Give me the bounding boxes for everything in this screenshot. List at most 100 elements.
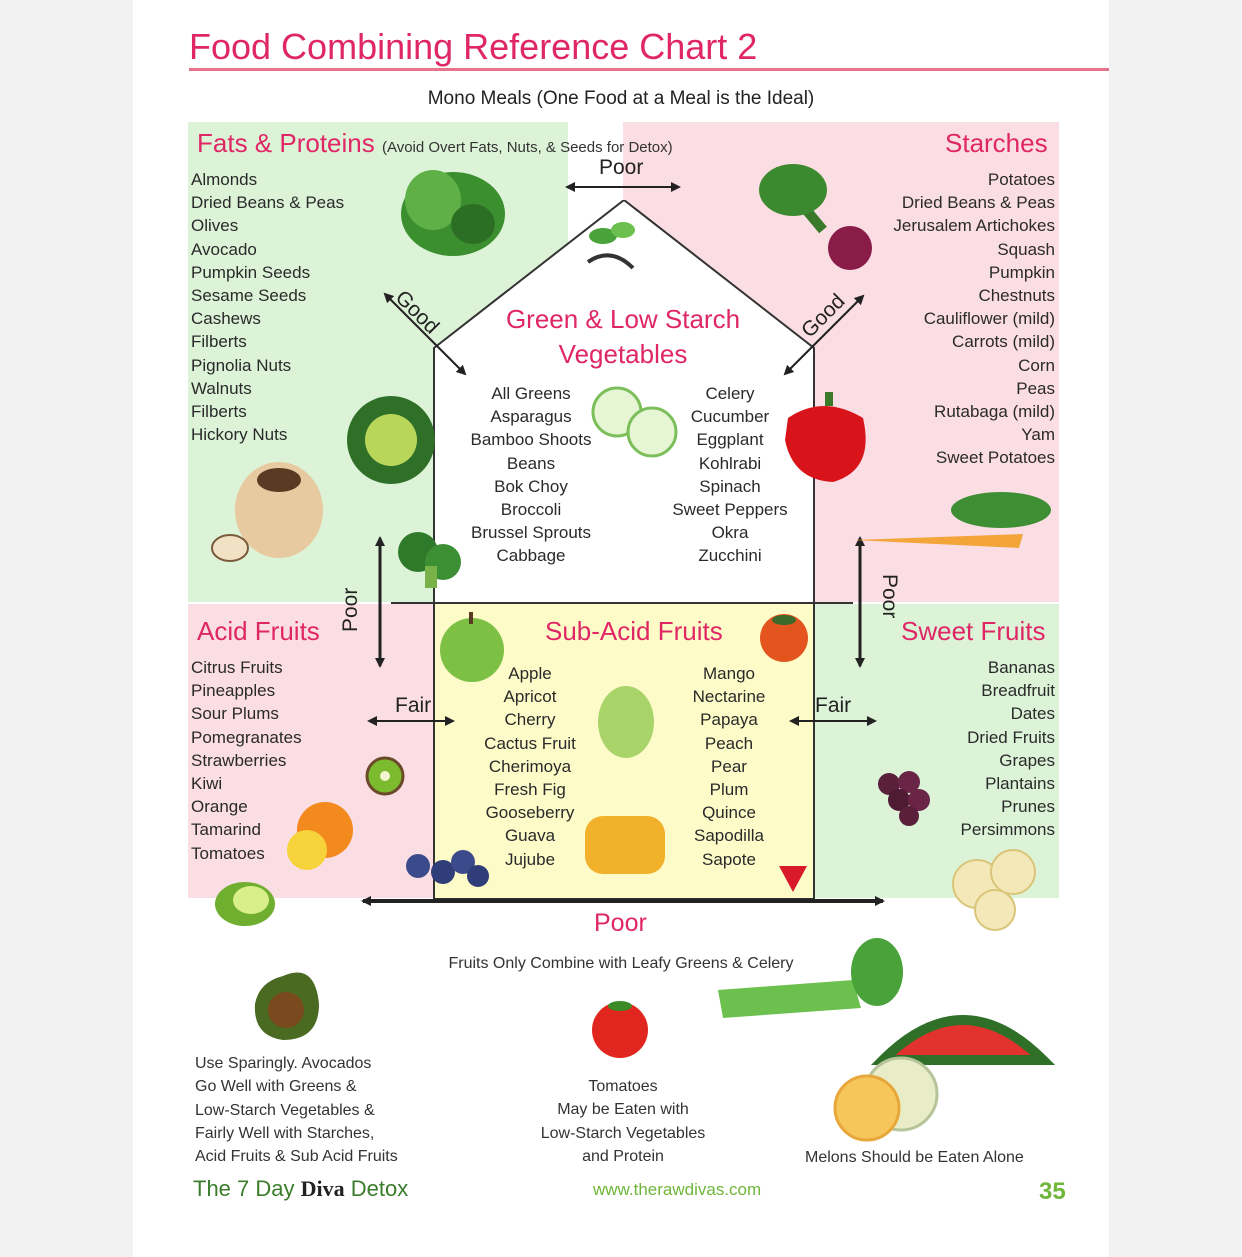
list-item: Mango [703,664,755,683]
footer-url[interactable]: www.therawdivas.com [593,1180,762,1199]
list-item: Eggplant [696,430,764,450]
list-item: Cauliflower (mild) [923,309,1055,329]
list-item: Zucchini [698,546,762,566]
list-item: Dried Fruits [967,727,1055,747]
list-item: Asparagus [490,407,572,427]
kiwi-icon [365,756,405,796]
list-item: Quince [702,803,756,823]
list-item: Strawberries [191,750,287,770]
list-item: Broccoli [500,500,562,520]
list-item: Cherry [504,710,556,730]
orange-icon [287,802,353,870]
list-item: Jujube [504,849,556,869]
blueberries-icon [406,850,489,887]
list-item: Cherimoya [488,756,572,776]
list-item: Hickory Nuts [191,425,288,445]
list-item: Bok Choy [494,476,568,496]
list-item: Dates [1010,704,1055,724]
list-item: Grapes [999,750,1055,770]
list-item: Breadfruit [981,681,1055,701]
list-item: Apricot [503,687,557,707]
greens-right-list: Celery Cucumber Eggplant Kohlrabi Spinac… [655,382,805,568]
list-item: Plantains [985,774,1055,794]
greens-left-list: All Greens Asparagus Bamboo Shoots Beans… [453,382,609,568]
list-item: Sweet Peppers [672,500,788,520]
list-item: Walnuts [191,378,252,398]
title-rule [189,68,1109,71]
list-item: Plum [709,780,749,800]
list-item: Beans [506,453,556,473]
list-item: Okra [711,523,749,543]
list-item: Corn [1018,355,1055,375]
list-item: Pumpkin [988,262,1055,282]
sub-acid-left-list: Apple Apricot Cherry Cactus Fruit Cherim… [465,662,595,871]
list-item: Peach [704,733,754,753]
fats-proteins-title: Fats & Proteins (Avoid Overt Fats, Nuts,… [197,128,673,158]
list-item: Peas [1016,378,1055,398]
fats-proteins-note: (Avoid Overt Fats, Nuts, & Seeds for Det… [381,139,673,156]
tomato-icon [592,1001,648,1058]
celery-icon [718,938,903,1018]
persimmon-icon [760,614,808,662]
list-item: Filberts [191,332,247,352]
page-number: 35 [1039,1178,1066,1205]
list-item: Pomegranates [191,727,302,747]
mango-icon [585,816,665,874]
list-item: Cucumber [690,407,770,427]
strawberry-icon [779,866,807,892]
spinach-icon [401,170,505,256]
grapes-icon [878,771,930,826]
list-item: Kohlrabi [698,453,762,473]
food-illustrations [211,164,1056,1142]
fruits-combine-note: Fruits Only Combine with Leafy Greens & … [448,955,794,972]
combination-arrows [361,182,885,906]
page: Food Combining Reference Chart 2 Mono Me… [133,0,1109,1257]
lime-icon [215,882,275,926]
avocado-note: Use Sparingly. Avocados Go Well with Gre… [195,1055,398,1166]
list-item: Pear [711,756,747,776]
list-item: Pumpkin Seeds [191,262,311,282]
list-item: Brussel Sprouts [471,523,591,543]
arrow-label-fair-right: Fair [815,694,852,717]
apple-icon [440,612,504,682]
arrow-label-top: Poor [599,156,644,179]
beet-icon [759,164,872,270]
starches-title: Starches [945,128,1048,158]
list-item: Sapodilla [694,826,764,846]
sweet-fruits-title: Sweet Fruits [901,616,1046,646]
list-item: Sour Plums [191,704,279,724]
list-item: Jerusalem Artichokes [893,216,1055,236]
melon-note: Melons Should be Eaten Alone [805,1149,1024,1166]
list-item: Nectarine [692,687,766,707]
footer-brand: The 7 Day Diva Detox [193,1176,409,1201]
list-item: Potatoes [987,170,1055,189]
list-item: Citrus Fruits [191,658,283,677]
coconut-icon [211,462,323,562]
list-item: Pineapples [191,681,276,701]
list-item: Sweet Potatoes [935,448,1055,468]
list-item: Prunes [1001,797,1055,817]
list-item: Yam [1021,425,1055,445]
watermelon-icon [833,1015,1056,1142]
list-item: Rutabaga (mild) [934,402,1055,422]
guava-icon [598,686,654,758]
sprout-icon [586,222,635,270]
carrot-icon [853,492,1051,548]
list-item: Tamarind [191,820,261,840]
arrow-label-bottom: Poor [594,909,647,937]
fats-proteins-list: Almonds Dried Beans & Peas Olives Avocad… [191,168,344,446]
list-item: Dried Beans & Peas [191,193,345,213]
divider-lines [391,602,853,604]
page-title: Food Combining Reference Chart 2 [189,26,758,67]
sub-acid-fruits-title: Sub-Acid Fruits [545,616,723,646]
sweet-fruits-list: Bananas Breadfruit Dates Dried Fruits Gr… [893,656,1055,842]
cucumber-icon [591,386,678,458]
list-item: Avocado [191,239,257,259]
list-item: Olives [191,216,239,236]
list-item: Sapote [702,849,756,869]
list-item: Gooseberry [485,803,575,823]
list-item: Fresh Fig [494,780,566,800]
list-item: Squash [997,239,1055,259]
list-item: Filberts [191,402,247,422]
list-item: Cactus Fruit [484,733,576,753]
